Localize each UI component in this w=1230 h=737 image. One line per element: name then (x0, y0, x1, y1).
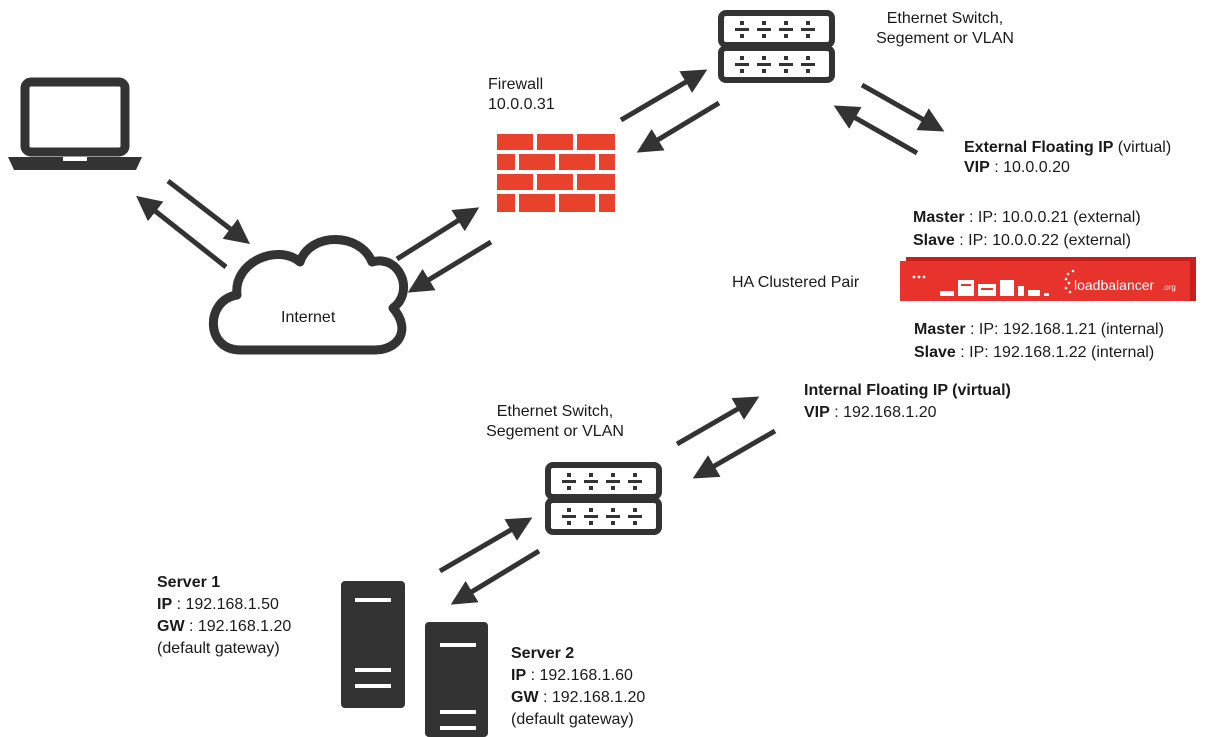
firewall-icon (497, 134, 615, 212)
arrow (450, 548, 541, 605)
switch-bottom-line1: Ethernet Switch, (496, 403, 614, 420)
arrow (407, 239, 493, 293)
server1-ip-key: IP (157, 596, 173, 613)
server2-ip-value: : 192.168.1.60 (526, 667, 633, 684)
server2-label: Server 2 IP : 192.168.1.60 GW : 192.168.… (511, 643, 645, 731)
external-slave-key: Slave (913, 232, 955, 249)
internal-slave-key: Slave (914, 344, 956, 361)
internal-nodes: Master : IP: 192.168.1.21 (internal) Sla… (914, 318, 1164, 364)
switch-bottom-line2: Segement or VLAN (486, 423, 624, 440)
external-floating-title: External Floating IP (964, 139, 1114, 156)
server1-ip-value: : 192.168.1.50 (172, 596, 279, 613)
server2-note: (default gateway) (511, 711, 634, 728)
external-master-key: Master (913, 209, 965, 226)
internal-slave-value: : IP: 192.168.1.22 (internal) (955, 344, 1155, 361)
internal-master-value: : IP: 192.168.1.21 (internal) (965, 321, 1164, 338)
server2-gw-value: : 192.168.1.20 (538, 689, 646, 706)
external-slave-value: : IP: 10.0.0.22 (external) (954, 232, 1131, 249)
ha-pair-label: HA Clustered Pair (732, 274, 860, 291)
server1-gw-key: GW (157, 618, 185, 635)
arrow (166, 179, 250, 245)
switch-top-line2: Segement or VLAN (876, 30, 1014, 47)
server1-label: Server 1 IP : 192.168.1.50 GW : 192.168.… (157, 572, 291, 660)
appliance-brand-suffix: .org (1162, 283, 1176, 292)
internet-label: Internet (281, 309, 336, 326)
server2-name: Server 2 (511, 645, 575, 662)
arrow (692, 428, 777, 479)
arrow (636, 100, 721, 153)
switch-top-line1: Ethernet Switch, (886, 10, 1004, 27)
arrow (619, 69, 708, 123)
arrow (438, 517, 533, 574)
arrow (395, 207, 480, 262)
external-vip-value: : 10.0.0.20 (989, 159, 1070, 176)
server-icon (341, 581, 405, 708)
loadbalancer-appliance-icon: loadbalancer .org (900, 257, 1196, 301)
internal-vip-value: : 192.168.1.20 (829, 404, 937, 421)
arrow (136, 195, 228, 269)
external-nodes: Master : IP: 10.0.0.21 (external) Slave … (913, 206, 1141, 252)
ethernet-switch-icon (718, 10, 835, 83)
server1-note: (default gateway) (157, 640, 280, 657)
switch-top-label: Ethernet Switch, Segement or VLAN (856, 9, 1034, 49)
server2-ip-key: IP (511, 667, 527, 684)
server-icon (425, 622, 488, 737)
arrow (675, 396, 760, 447)
laptop-icon (8, 77, 142, 170)
internal-vip-key: VIP (804, 404, 830, 421)
firewall-label: Firewall 10.0.0.31 (488, 75, 555, 115)
cloud-icon (208, 235, 408, 355)
internal-floating-title: Internal Floating IP (virtual) (804, 382, 1011, 399)
arrow (833, 105, 919, 156)
appliance-brand: loadbalancer (1074, 277, 1155, 293)
firewall-ip: 10.0.0.31 (488, 96, 555, 113)
ethernet-switch-icon (545, 462, 662, 535)
server1-gw-value: : 192.168.1.20 (184, 618, 292, 635)
server2-gw-key: GW (511, 689, 539, 706)
switch-bottom-label: Ethernet Switch, Segement or VLAN (466, 402, 644, 442)
firewall-name: Firewall (488, 76, 544, 93)
external-master-value: : IP: 10.0.0.21 (external) (964, 209, 1141, 226)
internal-master-key: Master (914, 321, 966, 338)
internal-floating-ip: Internal Floating IP (virtual) VIP : 192… (804, 380, 1011, 424)
external-floating-ip: External Floating IP (virtual) VIP : 10.… (964, 138, 1171, 178)
external-vip-key: VIP (964, 159, 990, 176)
arrow (860, 82, 945, 132)
server1-name: Server 1 (157, 574, 221, 591)
external-floating-suffix: (virtual) (1113, 139, 1172, 156)
